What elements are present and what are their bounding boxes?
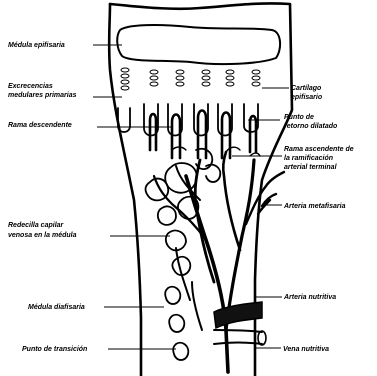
label-ascending-branch-line2: la ramificación xyxy=(284,155,333,162)
label-venous-capillary-network: Redecilla capilar xyxy=(8,222,65,229)
label-primary-marrow-excrescences: Excrecencias xyxy=(8,83,53,90)
label-epiphyseal-cartilage: Cartílago xyxy=(291,85,322,92)
label-ascending-branch: Rama ascendente de xyxy=(284,146,354,153)
marrow-excrescences xyxy=(118,104,258,136)
diagram-labels: Médula epifisaria Excrecencias medulares… xyxy=(8,42,354,353)
label-metaphyseal-artery: Arteria metafisaria xyxy=(283,203,346,210)
label-nutrient-artery: Arteria nutritiva xyxy=(283,294,336,301)
label-epiphyseal-cartilage-line2: epifisario xyxy=(291,94,323,101)
capillary-loops xyxy=(150,111,256,159)
label-venous-capillary-network-line2: venosa en la médula xyxy=(8,232,77,239)
epiphyseal-marrow xyxy=(117,25,280,64)
label-dilated-return-point: Punto de xyxy=(284,114,314,121)
label-dilated-return-point-line2: retorno dilatado xyxy=(284,123,338,130)
label-nutrient-vein: Vena nutritiva xyxy=(283,346,329,353)
label-descending-branch: Rama descendente xyxy=(8,122,72,129)
label-epiphyseal-marrow: Médula epifisaria xyxy=(8,42,65,49)
cartilage-columns xyxy=(121,68,260,90)
label-diaphyseal-marrow: Médula diafisaria xyxy=(28,304,85,311)
label-primary-marrow-excrescences-line2: medulares primarias xyxy=(8,92,77,99)
label-ascending-branch-line3: arterial terminal xyxy=(284,164,338,171)
nutrient-vein xyxy=(214,330,266,345)
label-transition-point: Punto de transición xyxy=(22,346,87,353)
nutrient-artery-tree xyxy=(154,147,284,372)
